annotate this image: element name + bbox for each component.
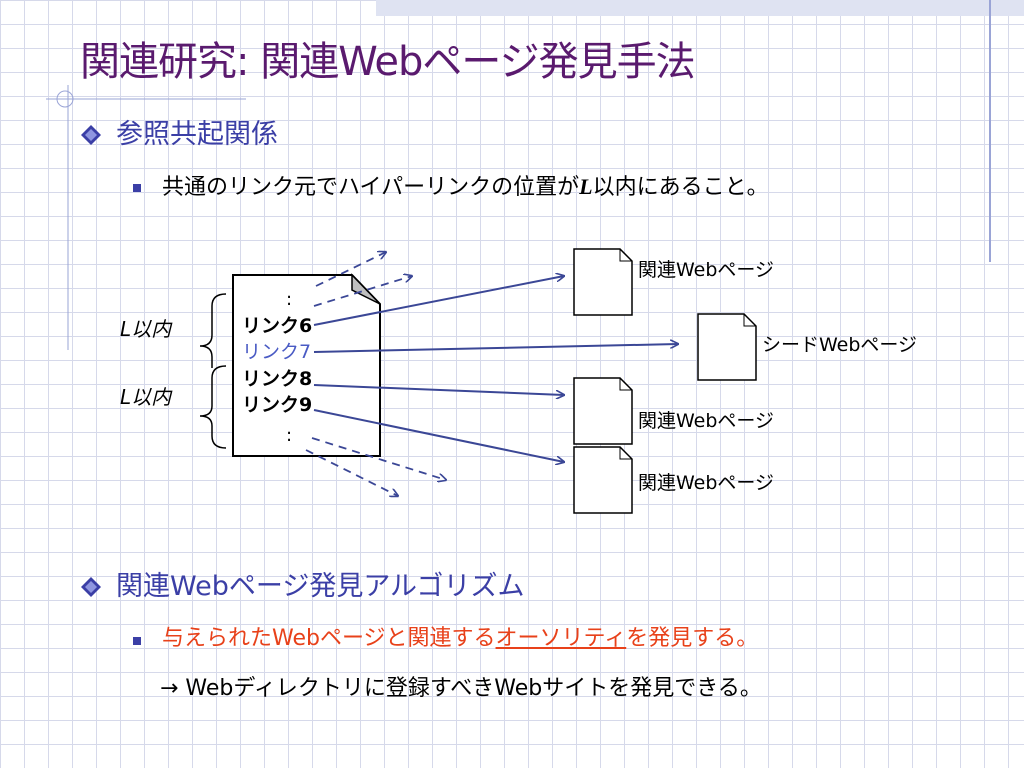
section2-bullet: 与えられたWebページと関連するオーソリティを発見する。 bbox=[162, 624, 758, 654]
variable-L: L bbox=[579, 174, 593, 199]
target-label: シードWebページ bbox=[762, 334, 917, 356]
brace-lower bbox=[199, 365, 227, 449]
bullet-text-part: 以内にあること。 bbox=[592, 175, 769, 200]
target-label: 関連Webページ bbox=[638, 259, 774, 281]
brace-label-text: L以内 bbox=[120, 317, 173, 341]
link-arrow bbox=[313, 344, 678, 353]
dashed-arrow bbox=[313, 276, 412, 307]
section1-heading: 参照共起関係 bbox=[116, 119, 278, 150]
brace-label: L以内 bbox=[120, 385, 173, 409]
target-label: 関連Webページ bbox=[638, 410, 774, 432]
bullet-text-part: を発見する。 bbox=[626, 626, 759, 651]
link-label: リンク6 bbox=[242, 315, 312, 337]
target-document bbox=[573, 446, 633, 514]
diamond-bullet-icon bbox=[81, 125, 101, 145]
link-label: リンク9 bbox=[242, 394, 312, 416]
page-title: 関連研究: 関連Webページ発見手法 bbox=[80, 39, 696, 85]
brace-label: L以内 bbox=[120, 317, 173, 341]
target-document bbox=[697, 313, 757, 381]
dots-top: : bbox=[286, 289, 292, 310]
target-label: 関連Webページ bbox=[638, 472, 774, 494]
link-label: リンク8 bbox=[242, 368, 312, 390]
source-document-fold bbox=[351, 273, 381, 305]
section2-heading: 関連Webページ発見アルゴリズム bbox=[116, 571, 525, 602]
brace-label-text: L以内 bbox=[120, 385, 173, 409]
dashed-arrow bbox=[311, 437, 446, 480]
title-ring bbox=[56, 90, 74, 108]
link-arrow bbox=[313, 276, 564, 326]
conclusion-line: → Webディレクトリに登録すべきWebサイトを発見できる。 bbox=[160, 676, 762, 701]
square-bullet-icon bbox=[133, 184, 141, 192]
bullet-text-part: 共通のリンク元でハイパーリンクの位置が bbox=[162, 175, 580, 200]
link-arrow bbox=[313, 409, 564, 462]
top-right-pattern bbox=[376, 0, 1024, 16]
section1-bullet: 共通のリンク元でハイパーリンクの位置がL以内にあること。 bbox=[162, 172, 769, 203]
target-document bbox=[573, 248, 633, 316]
brace-upper bbox=[199, 293, 227, 368]
authority-term: オーソリティ bbox=[495, 626, 627, 651]
bullet-text-part: 与えられたWebページと関連する bbox=[162, 626, 496, 651]
diamond-bullet-icon bbox=[81, 577, 101, 597]
source-document-shape bbox=[232, 274, 381, 457]
link-label: リンク7 bbox=[242, 341, 311, 363]
link-arrow bbox=[313, 384, 564, 395]
dots-bottom: : bbox=[286, 425, 292, 446]
target-document bbox=[573, 377, 633, 445]
dashed-arrow bbox=[305, 449, 398, 496]
square-bullet-icon bbox=[133, 637, 141, 645]
